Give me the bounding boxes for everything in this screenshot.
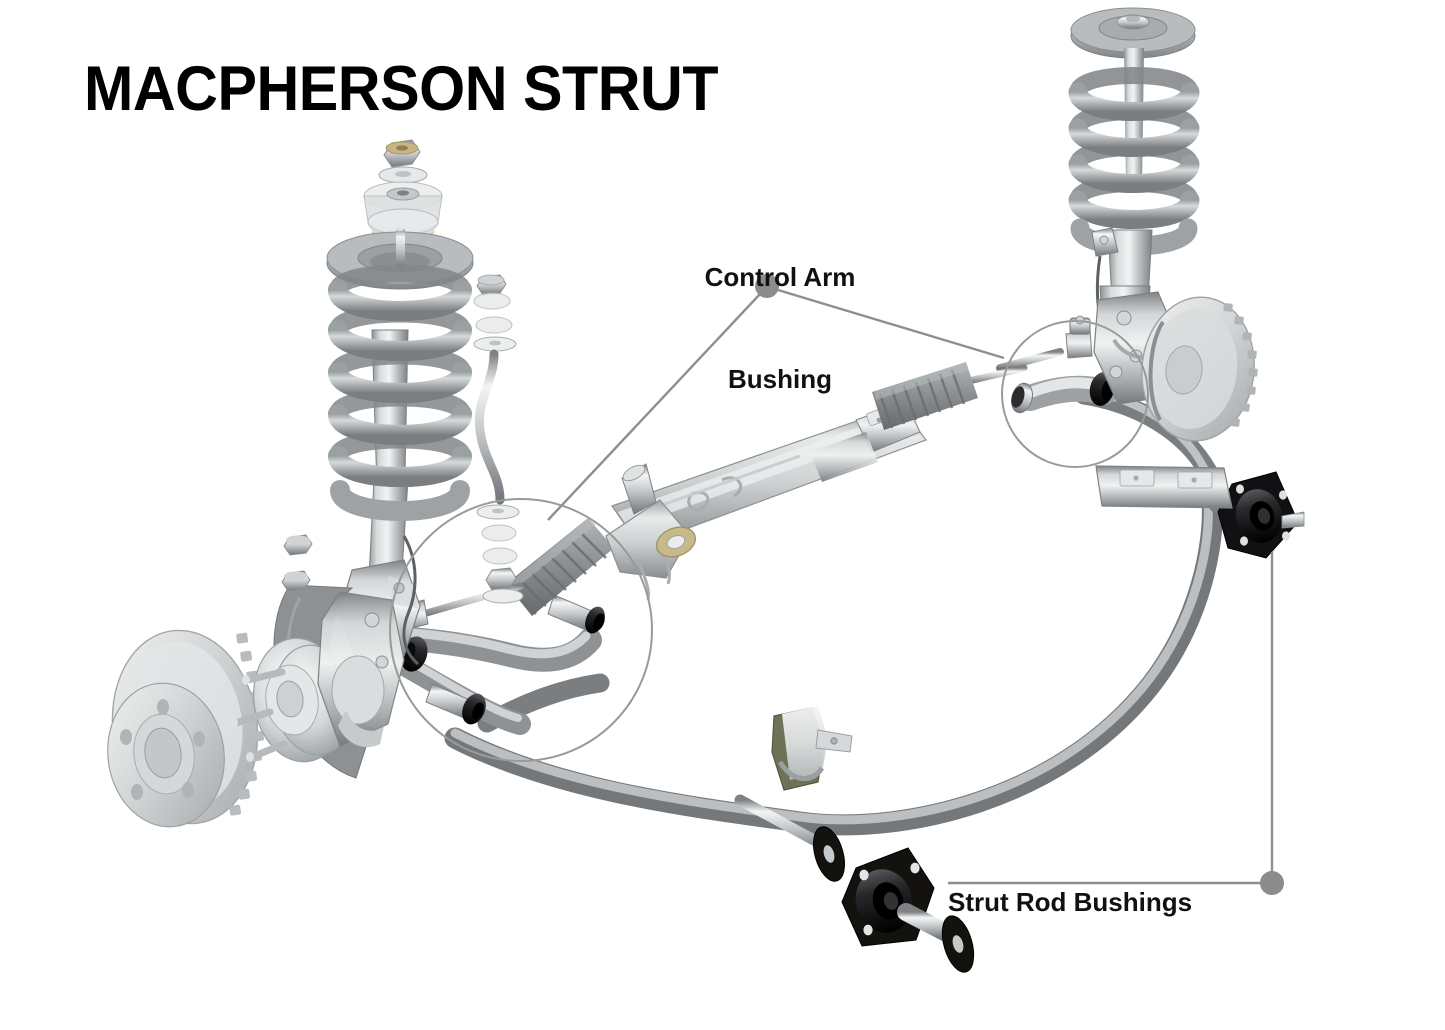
steering-rack-group — [399, 362, 1028, 631]
control-arm-bushing-leader-right — [777, 288, 1005, 360]
callout-label-line-1: Control Arm — [704, 262, 856, 292]
end-link-bushing-lower-b — [482, 547, 518, 565]
page-title: MACPHERSON STRUT — [84, 54, 719, 124]
left-strut-assembly — [326, 139, 474, 663]
control-arm-bushing-circle-left — [389, 498, 653, 762]
callout-label-strut-rod-bushings: Strut Rod Bushings — [948, 817, 1192, 987]
hub-studs — [232, 668, 288, 761]
left-control-arm-front-leg-hl — [393, 627, 591, 659]
strut-rod-group — [734, 465, 1305, 973]
left-loose-nut-upper — [283, 534, 313, 556]
end-link-lower-bushing — [475, 316, 513, 334]
left-control-arm-front-bushing — [547, 594, 605, 634]
end-link-bottom-nut — [485, 567, 517, 591]
rack-pinion-housing — [605, 463, 696, 601]
left-coil-spring-front — [328, 280, 472, 487]
control-arm-bushing-leader-left — [547, 293, 761, 521]
end-link-end-washer — [482, 588, 524, 604]
right-rotor-teeth — [1223, 303, 1258, 427]
callout-label-line-2: Bushing — [728, 364, 832, 394]
sway-bar-group — [444, 385, 1228, 836]
lower-strut-rod-assembly — [734, 794, 975, 973]
left-brake-rotor — [107, 629, 265, 828]
control-arm-bushing-marker — [755, 274, 779, 298]
right-strut-clamp — [1091, 227, 1119, 331]
control-arm-bushing-circle-right — [1001, 320, 1149, 468]
end-link-upper-bushing — [473, 292, 511, 310]
strut-rod-bushings-marker — [1260, 871, 1284, 895]
right-strut-assembly — [1068, 7, 1258, 442]
left-control-arm-front-leg — [384, 626, 602, 672]
left-control-arm-rear-bushing — [425, 683, 486, 725]
rack-boot-right — [872, 362, 978, 430]
rack-housing — [611, 401, 927, 547]
end-link-bushing-lower-a — [481, 524, 517, 542]
right-lower-control-arm — [996, 315, 1117, 414]
right-tie-rod-end — [996, 315, 1093, 372]
rotor-lug-holes — [120, 699, 205, 800]
right-control-arm-outer-sleeve — [1011, 382, 1033, 414]
left-upper-strut-mount — [363, 181, 443, 241]
end-link-rod — [474, 349, 505, 505]
left-strut-top-washer — [378, 166, 428, 184]
sway-bar-bushing-bracket — [771, 706, 853, 791]
left-coil-spring-bottom — [330, 480, 470, 521]
frame-crossmember — [1095, 465, 1233, 509]
right-brake-rotor — [1141, 296, 1258, 442]
end-link-top-nut — [476, 274, 507, 296]
left-knuckle-body — [317, 591, 405, 748]
callout-leaders — [389, 274, 1284, 895]
rack-boot-left — [506, 518, 614, 616]
callout-label-line-1: Strut Rod Bushings — [948, 887, 1193, 917]
callout-label-control-arm-bushing: Control Arm Bushing — [667, 192, 893, 464]
left-brake-hub-group — [107, 534, 420, 828]
sway-bar-highlight — [450, 495, 1213, 825]
left-strut-top-nut — [383, 139, 421, 168]
left-loose-nut-lower — [281, 570, 311, 592]
left-sway-bar-end-link — [473, 274, 524, 604]
right-strut-rod-bushing — [1217, 471, 1305, 559]
right-upper-strut-mount — [1070, 7, 1196, 59]
right-bushing-flange-holes — [1236, 484, 1290, 546]
